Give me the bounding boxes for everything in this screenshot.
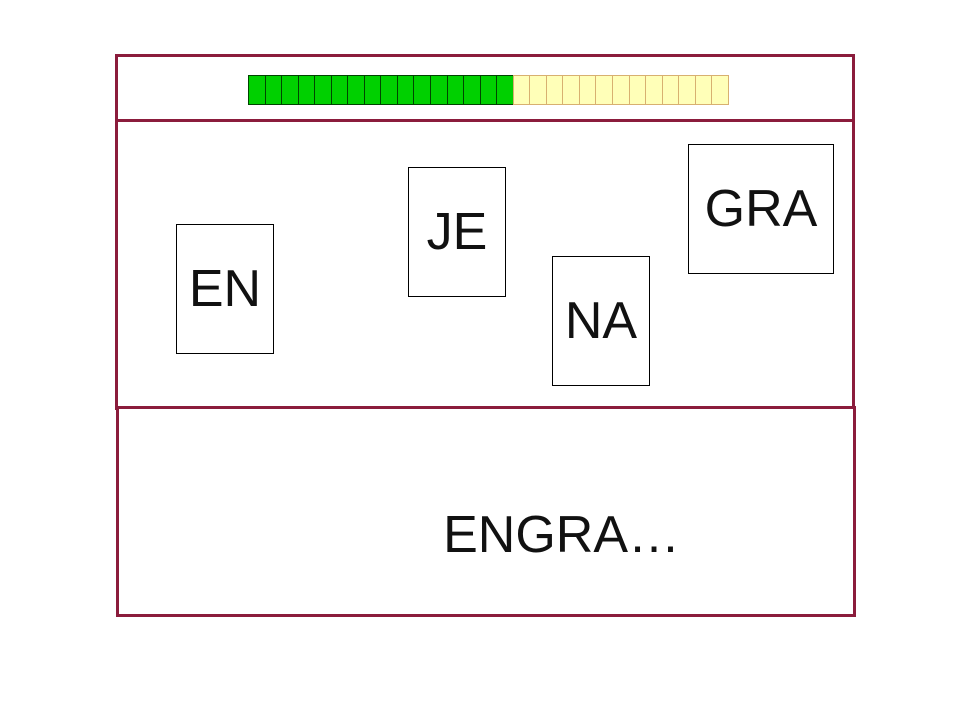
syllable-card-na[interactable]: NA xyxy=(552,256,650,386)
progress-segment-remaining xyxy=(628,75,647,105)
syllable-card-en[interactable]: EN xyxy=(176,224,274,354)
progress-segment-remaining xyxy=(562,75,580,105)
syllable-card-label: EN xyxy=(188,260,262,318)
progress-segment-completed xyxy=(297,75,316,105)
progress-segment-remaining xyxy=(512,75,531,105)
progress-segment-completed xyxy=(363,75,382,105)
progress-segment-completed xyxy=(413,75,432,105)
progress-segment-remaining xyxy=(545,75,564,105)
progress-segment-remaining xyxy=(595,75,614,105)
syllable-card-je[interactable]: JE xyxy=(408,167,506,297)
progress-segment-completed xyxy=(347,75,365,105)
progress-segment-completed xyxy=(248,75,266,105)
progress-segment-completed xyxy=(330,75,349,105)
syllable-card-label: NA xyxy=(564,292,638,350)
progress-segment-completed xyxy=(314,75,332,105)
progress-segment-completed xyxy=(281,75,299,105)
progress-segment-remaining xyxy=(661,75,680,105)
progress-segment-remaining xyxy=(711,75,729,105)
progress-segment-completed xyxy=(396,75,415,105)
progress-segment-remaining xyxy=(612,75,630,105)
progress-segment-remaining xyxy=(694,75,713,105)
syllable-card-label: GRA xyxy=(704,180,818,238)
progress-segment-remaining xyxy=(578,75,597,105)
answer-area xyxy=(116,406,856,617)
progress-segment-completed xyxy=(264,75,283,105)
progress-bar xyxy=(248,75,729,105)
progress-segment-completed xyxy=(496,75,514,105)
progress-segment-completed xyxy=(430,75,448,105)
progress-segment-completed xyxy=(479,75,498,105)
answer-text: ENGRA… xyxy=(443,506,680,564)
progress-segment-remaining xyxy=(645,75,663,105)
progress-segment-remaining xyxy=(529,75,547,105)
progress-segment-remaining xyxy=(678,75,696,105)
progress-segment-completed xyxy=(463,75,481,105)
syllable-card-gra[interactable]: GRA xyxy=(688,144,834,274)
syllable-card-label: JE xyxy=(426,203,488,261)
progress-segment-completed xyxy=(380,75,398,105)
progress-segment-completed xyxy=(446,75,465,105)
